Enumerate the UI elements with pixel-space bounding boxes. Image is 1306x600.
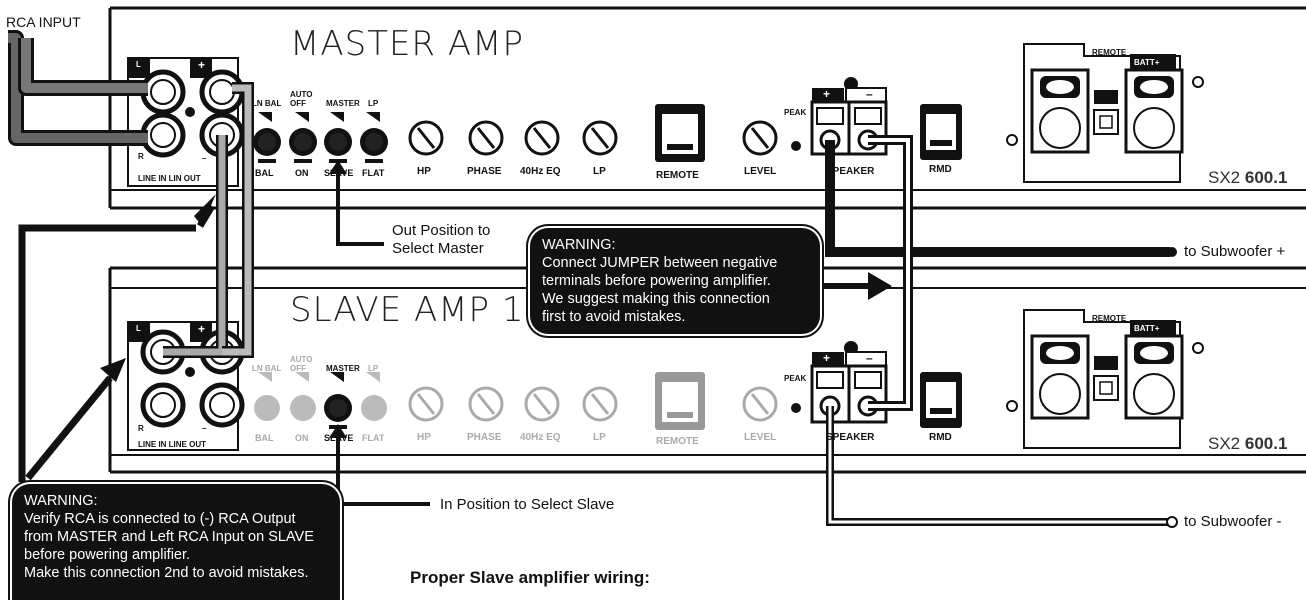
master-remote-jack xyxy=(655,104,705,162)
master-power-terminals xyxy=(1006,43,1204,183)
slave-knob-hp-label: HP xyxy=(417,432,431,443)
master-level-label: LEVEL xyxy=(744,166,777,177)
master-knob-eq-label: 40Hz EQ xyxy=(520,166,561,177)
slave-switch-top-2: AUTO OFF xyxy=(290,355,313,373)
master-speaker-terminals xyxy=(810,77,888,156)
master-speaker-label: SPEAKER xyxy=(826,166,875,177)
master-knob-hp-label: HP xyxy=(417,166,431,177)
rca-warning-box: WARNING: Verify RCA is connected to (-) … xyxy=(12,484,340,600)
slave-rca-jacks xyxy=(127,321,245,451)
master-switch-flat-label: FLAT xyxy=(362,168,385,178)
rca-warning-line: WARNING: xyxy=(24,493,98,509)
slave-select-callout: In Position to Select Slave xyxy=(440,496,615,513)
slave-rca-plus-label: + xyxy=(198,322,206,336)
master-rca-plus-label: + xyxy=(198,58,206,72)
slave-remote-jack xyxy=(655,372,705,430)
jumper-warning-line: WARNING: xyxy=(542,237,616,253)
rca-jumper-cable xyxy=(163,82,254,358)
slave-knob-lp-label: LP xyxy=(593,432,606,443)
slave-model-label: SX2 600.1 xyxy=(1208,434,1288,453)
slave-switch-slave-label: SLAVE xyxy=(324,433,354,443)
jumper-warning-box: WARNING: Connect JUMPER between negative… xyxy=(530,228,820,334)
rca-input-label: RCA INPUT xyxy=(6,14,81,30)
master-rca-minus-label: – xyxy=(202,154,207,163)
slave-knobs xyxy=(408,386,801,422)
slave-switch-flat-label: FLAT xyxy=(362,433,385,443)
master-switch-slave-label: SLAVE xyxy=(324,168,354,178)
slave-switches xyxy=(254,372,387,429)
slave-remote-terminal-label: REMOTE xyxy=(1092,314,1127,323)
master-switch-bal-label: BAL xyxy=(255,168,274,178)
slave-rmd-label: RMD xyxy=(929,432,952,443)
master-remote-label: REMOTE xyxy=(656,170,699,181)
rca-warning-line: Verify RCA is connected to (-) RCA Outpu… xyxy=(24,511,296,527)
slave-speaker-plus: + xyxy=(823,351,831,365)
master-switch-top-4: LP xyxy=(368,99,379,108)
slave-rca-minus-label: – xyxy=(202,424,207,433)
slave-switch-on-label: ON xyxy=(295,433,309,443)
sub-minus-callout: to Subwoofer - xyxy=(1184,513,1282,530)
master-knob-lp-label: LP xyxy=(593,166,606,177)
slave-amp-title: SLAVE AMP 1 xyxy=(290,290,525,330)
jumper-warning-line: We suggest making this connection xyxy=(542,291,770,307)
jumper-warning-line: terminals before powering amplifier. xyxy=(542,273,771,289)
slave-switch-top-3: MASTER xyxy=(326,364,360,373)
slave-level-label: LEVEL xyxy=(744,432,777,443)
master-switches xyxy=(253,112,388,163)
rca-warning-line: before powering amplifier. xyxy=(24,547,191,563)
master-rmd-label: RMD xyxy=(929,164,952,175)
jumper-warning-line: first to avoid mistakes. xyxy=(542,309,686,325)
master-peak-label: PEAK xyxy=(784,108,807,117)
slave-remote-label: REMOTE xyxy=(656,436,699,447)
master-rca-r-label: R xyxy=(138,152,144,161)
slave-rca-l-label: L xyxy=(136,324,141,333)
master-model-label: SX2 600.1 xyxy=(1208,168,1288,187)
slave-batt-label: BATT+ xyxy=(1134,324,1160,333)
master-knob-phase-label: PHASE xyxy=(467,166,502,177)
master-switch-top-2: AUTO OFF xyxy=(290,90,313,108)
slave-rmd-jack xyxy=(920,372,962,428)
master-switch-top-3: MASTER xyxy=(326,99,360,108)
master-knobs xyxy=(408,120,801,156)
slave-rca-r-label: R xyxy=(138,424,144,433)
slave-peak-label: PEAK xyxy=(784,374,807,383)
rca-warning-line: from MASTER and Left RCA Input on SLAVE xyxy=(24,529,314,545)
master-amp-panel xyxy=(108,6,1306,210)
slave-power-terminals xyxy=(1006,309,1204,449)
master-switch-on-label: ON xyxy=(295,168,309,178)
slave-speaker-minus: – xyxy=(866,351,873,365)
master-rmd-jack xyxy=(920,104,962,160)
slave-knob-eq-label: 40Hz EQ xyxy=(520,432,561,443)
master-switch-top-1: LN BAL xyxy=(252,99,282,108)
master-remote-terminal-label: REMOTE xyxy=(1092,48,1127,57)
slave-switch-bal-label: BAL xyxy=(255,433,274,443)
rca-warning-line: Make this connection 2nd to avoid mistak… xyxy=(24,565,309,581)
master-select-callout-2: Select Master xyxy=(392,240,484,257)
master-rca-l-label: L xyxy=(136,60,141,69)
master-select-callout-1: Out Position to xyxy=(392,222,491,239)
slave-rca-bottom-label: LINE IN LINE OUT xyxy=(138,440,206,449)
sub-plus-callout: to Subwoofer + xyxy=(1184,243,1286,260)
master-amp-title: MASTER AMP xyxy=(290,24,524,64)
jumper-warning-line: Connect JUMPER between negative xyxy=(542,255,778,271)
master-rca-bottom-label: LINE IN LIN OUT xyxy=(138,174,201,183)
slave-speaker-label: SPEAKER xyxy=(826,432,875,443)
rca-input-cables xyxy=(8,30,148,146)
master-batt-label: BATT+ xyxy=(1134,58,1160,67)
slave-knob-phase-label: PHASE xyxy=(467,432,502,443)
master-speaker-minus: – xyxy=(866,87,873,101)
speaker-wiring xyxy=(825,135,1178,528)
slave-switch-top-1: LN BAL xyxy=(252,364,282,373)
slave-switch-top-4: LP xyxy=(368,364,379,373)
master-speaker-plus: + xyxy=(823,87,831,101)
wiring-heading: Proper Slave amplifier wiring: xyxy=(410,568,650,587)
